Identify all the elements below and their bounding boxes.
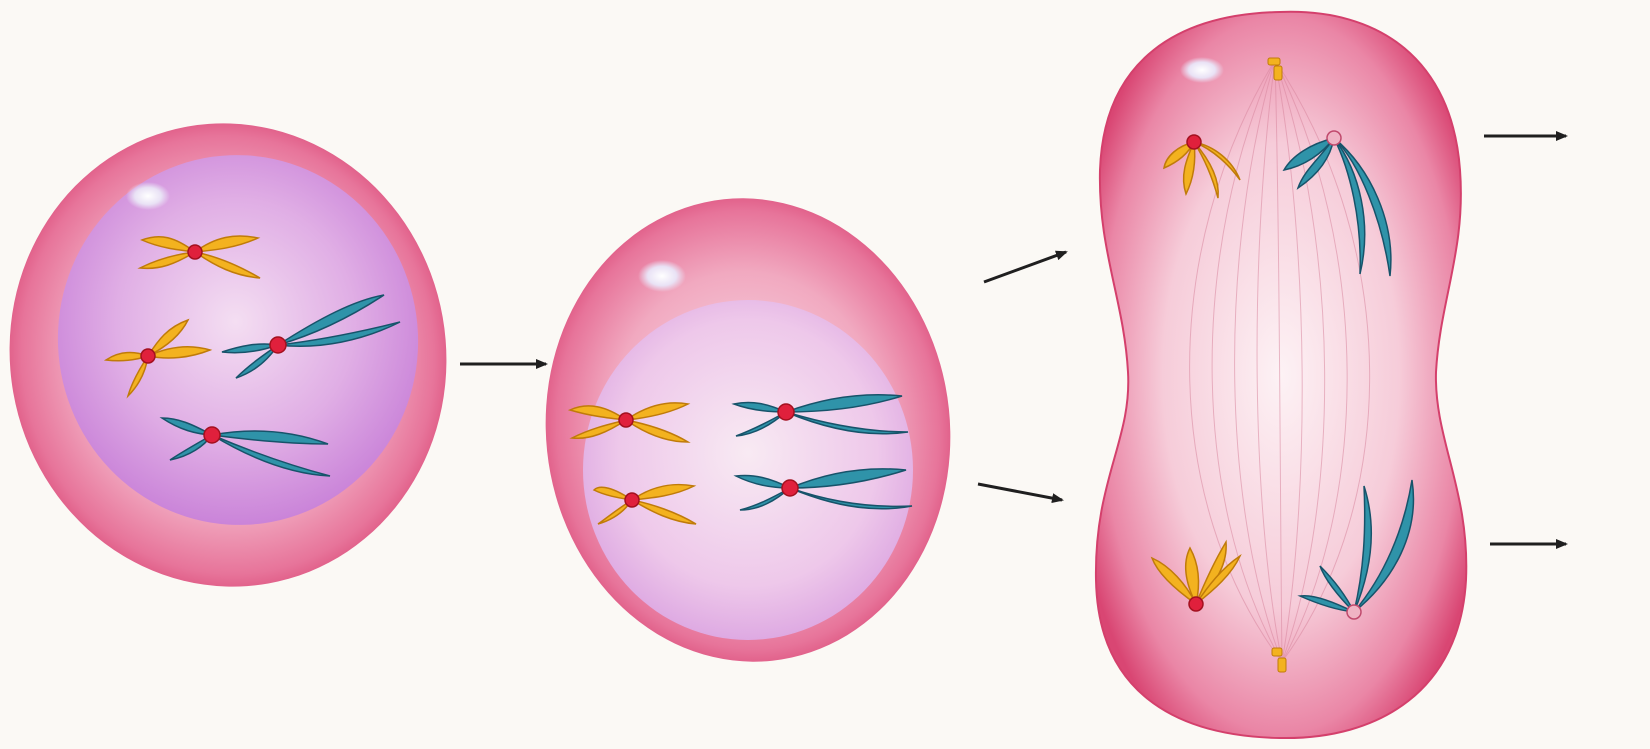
cell-1-highlight	[126, 182, 170, 210]
cell-3-dividing	[1096, 12, 1466, 738]
centromere-dot	[782, 480, 798, 496]
cell-1	[0, 89, 483, 622]
cell-3-highlight	[1180, 57, 1224, 83]
centromere-dot	[1187, 135, 1201, 149]
centromere-dot	[1189, 597, 1203, 611]
right-arrow-icon	[984, 252, 1066, 282]
centromere-dot	[1327, 131, 1341, 145]
centromere-dot	[204, 427, 220, 443]
centromere-dot	[625, 493, 639, 507]
centromere-dot	[270, 337, 286, 353]
cell-2-highlight	[638, 260, 686, 292]
centromere-dot	[1347, 605, 1361, 619]
centromere-dot	[141, 349, 155, 363]
centromere-dot	[188, 245, 202, 259]
cell-2	[523, 178, 973, 682]
centromere-dot	[619, 413, 633, 427]
cell-3-membrane	[1096, 12, 1466, 738]
right-arrow-icon	[978, 484, 1062, 500]
centromere-dot	[778, 404, 794, 420]
